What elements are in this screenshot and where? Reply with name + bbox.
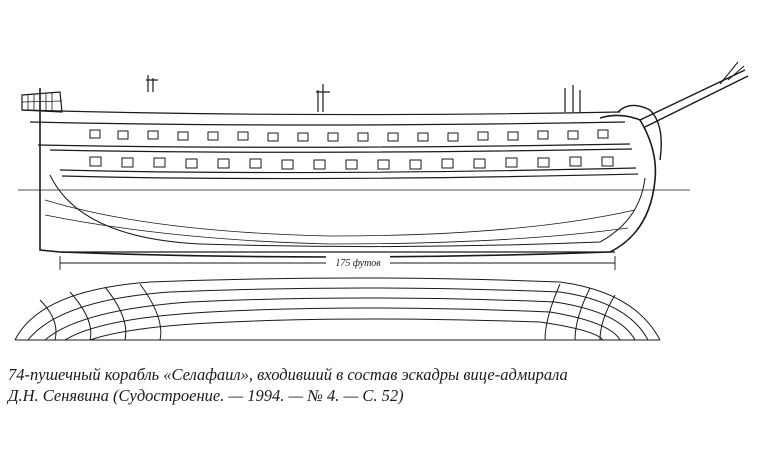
fore-mast bbox=[564, 85, 581, 112]
upper-sheer bbox=[21, 109, 621, 116]
length-dimension: 175 футов bbox=[59, 255, 616, 270]
wale-4 bbox=[59, 167, 637, 174]
ship-drawing: 175 футов bbox=[14, 61, 749, 341]
bilge-curve bbox=[44, 199, 636, 237]
upper-gunports bbox=[89, 129, 609, 142]
wale-3 bbox=[49, 148, 633, 153]
bowsprit-tip bbox=[719, 61, 745, 85]
stem bbox=[617, 104, 662, 161]
caption-line-1: 74-пушечный корабль «Селафаил», входивши… bbox=[8, 365, 568, 384]
caption-line-2: Д.Н. Сенявина (Судостроение. — 1994. — №… bbox=[8, 386, 404, 405]
length-label: 175 футов bbox=[335, 258, 381, 269]
wale-2 bbox=[37, 143, 631, 148]
bilge-curve-2 bbox=[44, 214, 629, 245]
bowsprit bbox=[639, 69, 749, 128]
main-mast bbox=[316, 84, 330, 112]
wale-1 bbox=[29, 121, 626, 126]
wale-5 bbox=[61, 173, 639, 180]
stern-gallery bbox=[21, 91, 63, 113]
lower-gunports bbox=[89, 156, 614, 170]
stern-lines bbox=[21, 93, 63, 112]
figure-caption: 74-пушечный корабль «Селафаил», входивши… bbox=[8, 364, 753, 406]
half-breadth-plan bbox=[14, 277, 661, 341]
mizzen-mast bbox=[146, 75, 158, 92]
